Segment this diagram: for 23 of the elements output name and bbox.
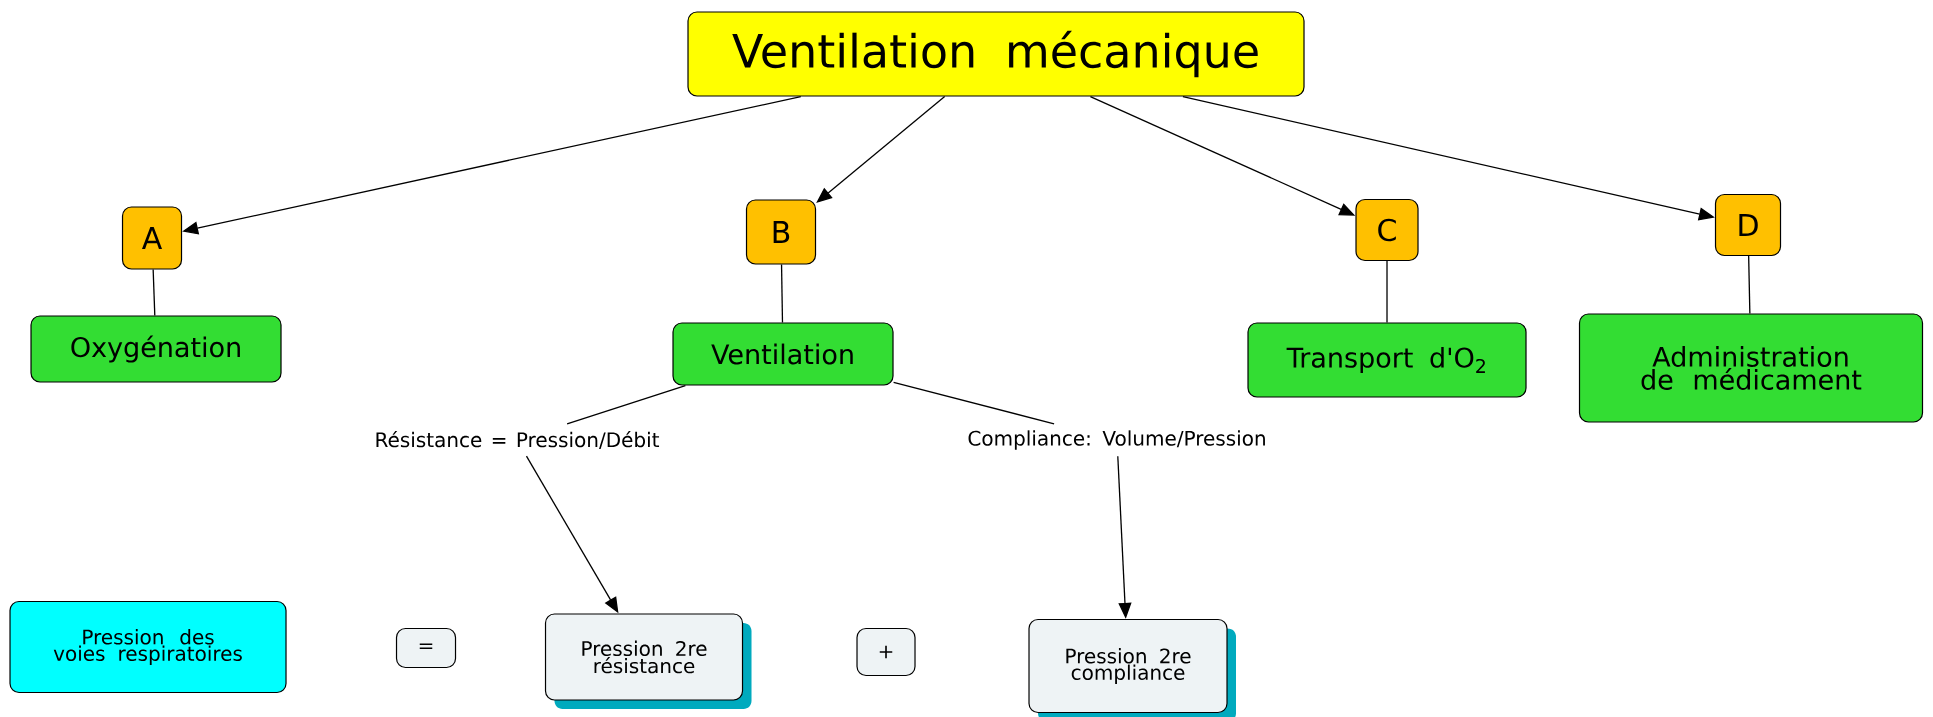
connector-line	[892, 381, 1055, 425]
connector-line	[152, 268, 156, 317]
letter-box: C	[1355, 198, 1419, 262]
title-box: Ventilation mécanique	[687, 11, 1305, 97]
connector-line	[780, 263, 784, 324]
concept-box: Ventilation	[672, 322, 894, 386]
concept-box: Oxygénation	[30, 315, 282, 383]
concept-box: Transport d'O$_{2}$	[1247, 322, 1527, 398]
letter-box: D	[1714, 193, 1782, 257]
connector-line	[1748, 255, 1751, 315]
concept-box: Pression des voies respiratoires	[9, 600, 287, 694]
letter-box: B	[745, 199, 817, 265]
arrow	[816, 95, 946, 203]
connector-line	[566, 384, 686, 425]
link-phrase: Compliance: Volume/Pression	[968, 430, 1265, 450]
letter-box: A	[121, 206, 183, 270]
operator-box: +	[856, 627, 916, 677]
operator-box: =	[395, 627, 457, 669]
concept-box: Administration de médicament	[1578, 313, 1924, 423]
concept-box: Pression 2re compliance	[1028, 618, 1236, 717]
link-phrase: Résistance = Pression/Débit	[376, 431, 660, 449]
concept-box: Pression 2re résistance	[544, 613, 752, 709]
connector-line	[1386, 260, 1388, 324]
